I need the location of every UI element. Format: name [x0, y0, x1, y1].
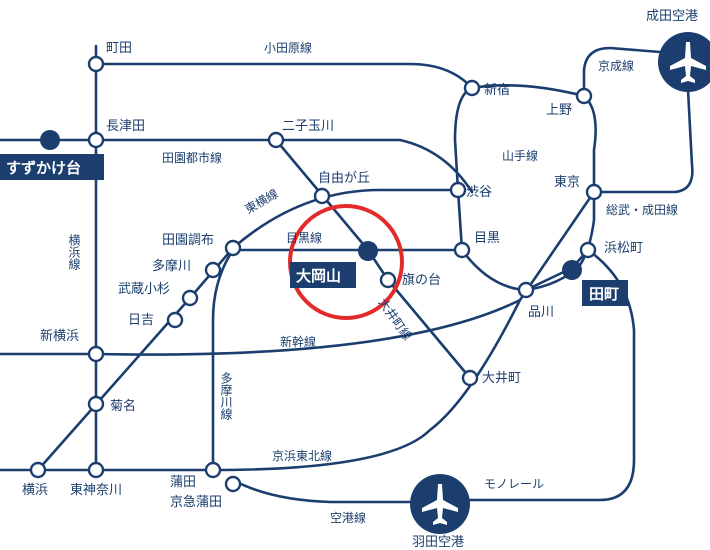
- label-line-kuko: 空港線: [330, 510, 366, 525]
- station-tamachi[interactable]: [562, 260, 582, 280]
- station-hatanodai[interactable]: [379, 271, 397, 289]
- airport-haneda[interactable]: [410, 474, 470, 534]
- label-denenchofu: 田園調布: [162, 233, 214, 248]
- line-odakyu: [94, 62, 474, 90]
- label-shinagawa: 品川: [528, 305, 554, 320]
- label-keikyukamata: 京急蒲田: [170, 495, 222, 510]
- station-hamamatsucho[interactable]: [579, 241, 597, 259]
- airplane-icon: [422, 484, 458, 525]
- label-hiyoshi: 日吉: [128, 313, 154, 328]
- station-kamata[interactable]: [204, 461, 222, 479]
- station-kikuna[interactable]: [87, 395, 105, 413]
- line-tamagawa: [211, 248, 235, 472]
- label-jiyugaoka: 自由が丘: [318, 171, 370, 186]
- label-meguro: 目黒: [474, 231, 500, 246]
- line-yamanote-west: [460, 248, 528, 292]
- station-keikyukamata[interactable]: [224, 475, 242, 493]
- line-shinkansen: [0, 190, 596, 356]
- label-machida: 町田: [106, 41, 132, 56]
- station-higashikanagawa[interactable]: [87, 461, 105, 479]
- label-tokyo: 東京: [554, 174, 580, 190]
- label-ueno: 上野: [546, 103, 572, 118]
- station-yokohama[interactable]: [29, 461, 47, 479]
- label-line-monorail: モノレール: [484, 477, 544, 491]
- tamachi-label: 田町: [589, 285, 619, 303]
- label-shibuya: 渋谷: [466, 185, 492, 200]
- line-kuko: [231, 478, 417, 504]
- label-line-sobu: 総武・成田線: [606, 202, 678, 217]
- ookayama-label: 大岡山: [296, 267, 341, 285]
- station-denenchofu[interactable]: [224, 239, 242, 257]
- line-monorail: [468, 248, 636, 502]
- station-shinagawa[interactable]: [517, 281, 535, 299]
- label-line-meguro: 目黒線: [286, 230, 322, 245]
- label-line-yokohama: 横浜線: [67, 234, 81, 270]
- station-musashikosugi[interactable]: [181, 289, 199, 307]
- station-shibuya[interactable]: [449, 181, 467, 199]
- airplane-icon: [670, 42, 706, 83]
- station-futakotamagawa[interactable]: [267, 131, 285, 149]
- station-shinjuku[interactable]: [463, 79, 481, 97]
- label-higashikanagawa: 東神奈川: [70, 482, 122, 498]
- stations: [29, 55, 603, 493]
- line-keisei: [582, 46, 662, 98]
- label-futakotamagawa: 二子玉川: [282, 119, 334, 134]
- label-line-tamagawa: 多摩川線: [219, 372, 233, 420]
- ookayama-label-box: [290, 262, 356, 288]
- label-shinyokohama: 新横浜: [40, 328, 79, 344]
- station-machida[interactable]: [87, 55, 105, 73]
- station-jiyugaoka[interactable]: [313, 187, 331, 205]
- station-hiyoshi[interactable]: [166, 311, 184, 329]
- station-tokyo[interactable]: [585, 183, 603, 201]
- suzukakedai-label-box: [0, 154, 104, 180]
- label-line-shinkansen: 新幹線: [280, 334, 316, 349]
- tamachi-label-box: [582, 280, 628, 306]
- label-kikuna: 菊名: [110, 398, 136, 414]
- suzukakedai-label: すずかけ台: [6, 159, 81, 177]
- label-line-odakyu: 小田原線: [264, 40, 312, 55]
- label-kamata: 蒲田: [170, 475, 196, 490]
- station-meguro[interactable]: [453, 241, 471, 259]
- line-denentoshi: [0, 138, 474, 194]
- label-line-keihin-tohoku: 京浜東北線: [272, 448, 332, 463]
- station-oimachi[interactable]: [461, 369, 479, 387]
- line-labels: 小田原線 田園都市線 東横線 目黒線 大井町線 新幹線 京浜東北線 空港線 モノ…: [67, 40, 678, 525]
- label-musashikosugi: 武蔵小杉: [118, 282, 170, 297]
- label-hatanodai: 旗の台: [402, 272, 441, 288]
- label-line-keisei: 京成線: [598, 58, 634, 73]
- label-hamamatsucho: 浜松町: [604, 241, 643, 256]
- station-ueno[interactable]: [575, 87, 593, 105]
- station-labels: 町田 長津田 二子玉川 自由が丘 渋谷 新宿 上野 東京 浜松町 目黒 田園調布…: [22, 9, 698, 550]
- label-tamagawa: 多摩川: [152, 258, 191, 274]
- line-keihin-tohoku: [0, 298, 522, 472]
- label-oimachi: 大井町: [482, 371, 521, 386]
- station-shinyokohama[interactable]: [87, 345, 105, 363]
- station-suzukakedai[interactable]: [40, 130, 60, 150]
- label-nagatsuta: 長津田: [106, 119, 145, 134]
- station-ookayama[interactable]: [358, 241, 378, 261]
- station-tamagawa[interactable]: [204, 261, 222, 279]
- label-line-denentoshi: 田園都市線: [162, 150, 222, 165]
- label-haneda: 羽田空港: [412, 535, 464, 550]
- line-sobu: [592, 88, 694, 194]
- airport-narita[interactable]: [658, 32, 710, 92]
- label-shinjuku: 新宿: [484, 82, 510, 98]
- label-line-toyoko: 東横線: [242, 186, 281, 217]
- label-yokohama: 横浜: [22, 483, 48, 498]
- label-line-oimachi: 大井町線: [376, 295, 416, 343]
- label-line-yamanote: 山手線: [502, 148, 538, 163]
- label-narita: 成田空港: [646, 9, 698, 24]
- station-nagatsuta[interactable]: [87, 131, 105, 149]
- route-lines: [0, 44, 694, 504]
